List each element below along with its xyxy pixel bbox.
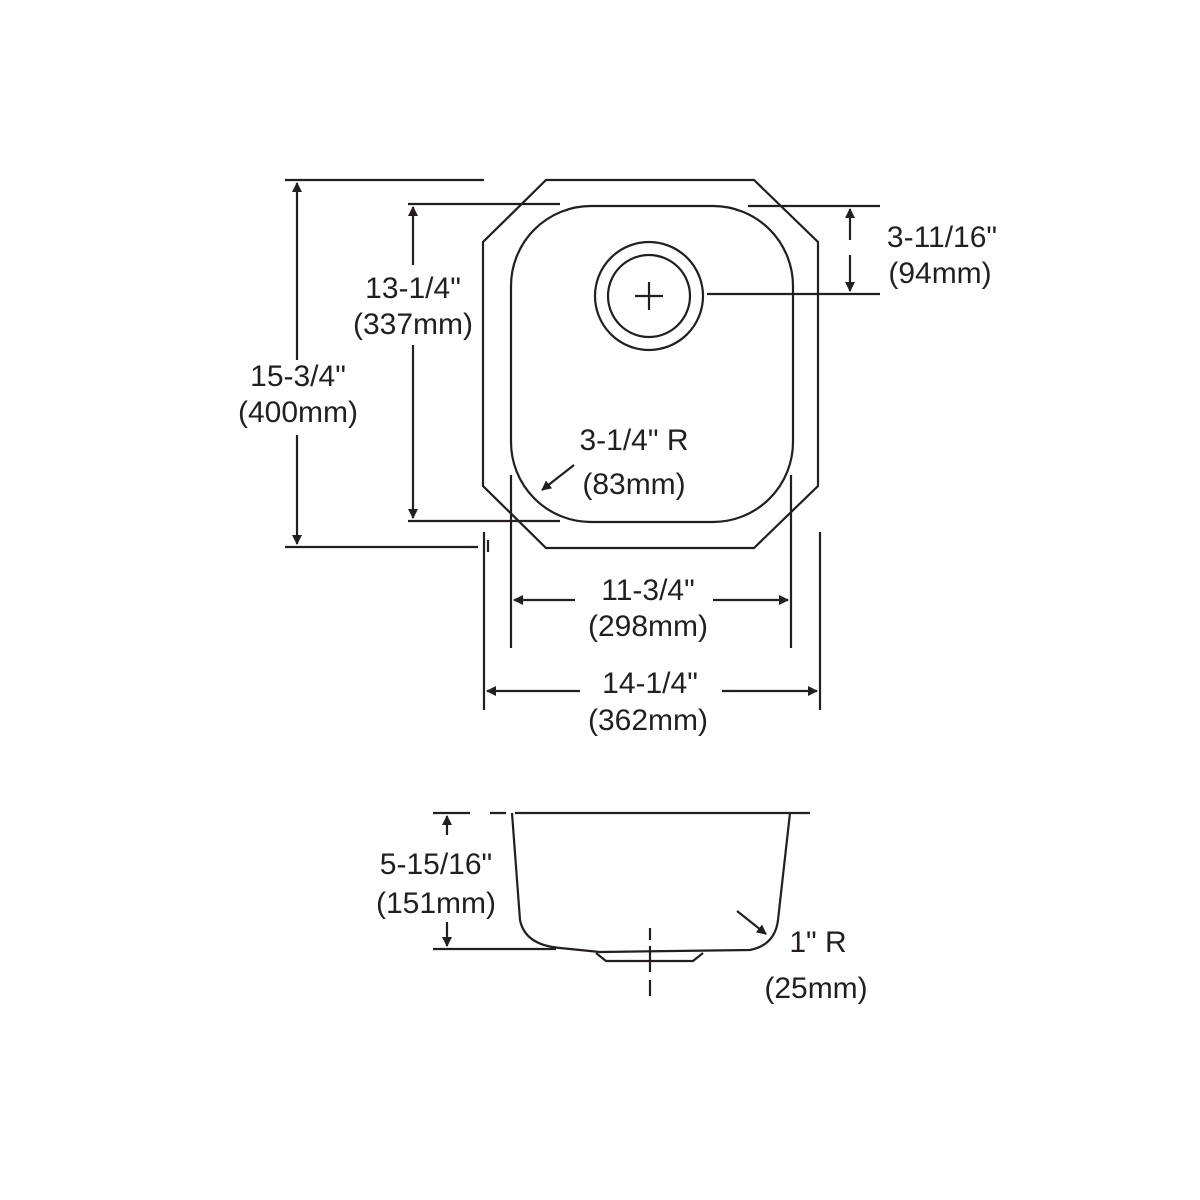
bowl-height-metric: (151mm) [376, 887, 496, 920]
drain-center-cross-icon [635, 282, 663, 310]
bowl-width-label: 11-3/4" [601, 574, 695, 607]
corner-radius-metric: (83mm) [582, 468, 685, 501]
overall-depth-label: 15-3/4" [250, 360, 346, 393]
bottom-radius-label: 1" R [789, 926, 846, 959]
side-view: 5-15/16" (151mm) 1" R (25mm) [376, 811, 868, 1005]
overall-width-metric: (362mm) [588, 704, 708, 737]
drain-inner-ring [606, 253, 692, 339]
drain-outer-ring [593, 240, 705, 352]
bottom-radius-metric: (25mm) [764, 972, 867, 1005]
bowl-width-metric: (298mm) [588, 610, 708, 643]
overall-depth-metric: (400mm) [238, 396, 358, 429]
bowl-height-label: 5-15/16" [380, 848, 492, 881]
top-view: 15-3/4" (400mm) 13-1/4" (337mm) 3-11/16"… [238, 178, 997, 737]
corner-radius-label: 3-1/4" R [579, 424, 688, 457]
bowl-outline [509, 204, 795, 524]
bowl-profile [510, 812, 792, 954]
drain-offset-metric: (94mm) [888, 257, 991, 290]
side-extension-lines [433, 811, 556, 951]
drain-offset-label: 3-11/16" [887, 221, 997, 254]
corner-radius-leader-arrow [541, 464, 575, 491]
extension-lines [285, 178, 880, 710]
bowl-depth-metric: (337mm) [353, 308, 473, 341]
overall-width-label: 14-1/4" [602, 667, 698, 700]
sink-flange-outline [481, 178, 820, 550]
bottom-radius-leader-arrow [736, 910, 767, 935]
bowl-depth-label: 13-1/4" [365, 272, 461, 305]
